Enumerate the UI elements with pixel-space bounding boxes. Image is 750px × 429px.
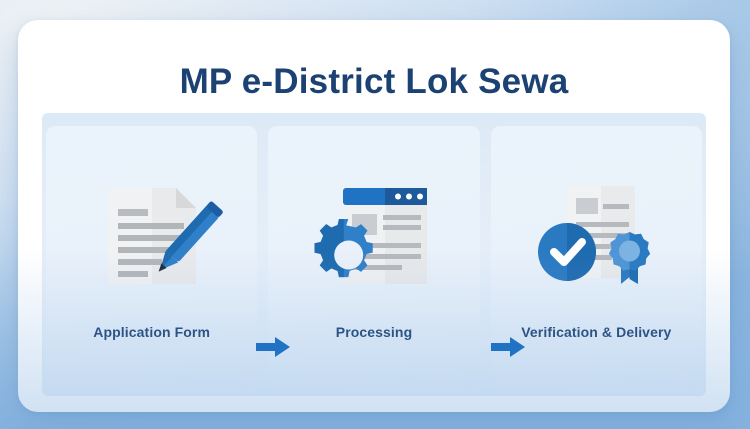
- main-card: MP e-District Lok Sewa: [18, 20, 730, 412]
- process-steps: Application Form: [46, 126, 702, 388]
- right-arrow-icon-2: [491, 335, 525, 359]
- certificate-check-ribbon-icon: [521, 180, 671, 292]
- step-processing[interactable]: Processing: [268, 126, 480, 388]
- process-flow-band: Application Form: [42, 113, 706, 396]
- document-with-pen-icon: [77, 180, 227, 292]
- step-application-form[interactable]: Application Form: [46, 126, 258, 388]
- page-title: MP e-District Lok Sewa: [179, 62, 569, 101]
- gear-and-browser-window-icon: [299, 180, 449, 292]
- right-arrow-icon-1: [256, 335, 290, 359]
- step-verification-delivery[interactable]: Verification & Delivery: [490, 126, 702, 388]
- step-label-processing: Processing: [335, 324, 413, 340]
- step-label-verification-delivery: Verification & Delivery: [521, 324, 672, 340]
- step-label-application-form: Application Form: [93, 324, 211, 340]
